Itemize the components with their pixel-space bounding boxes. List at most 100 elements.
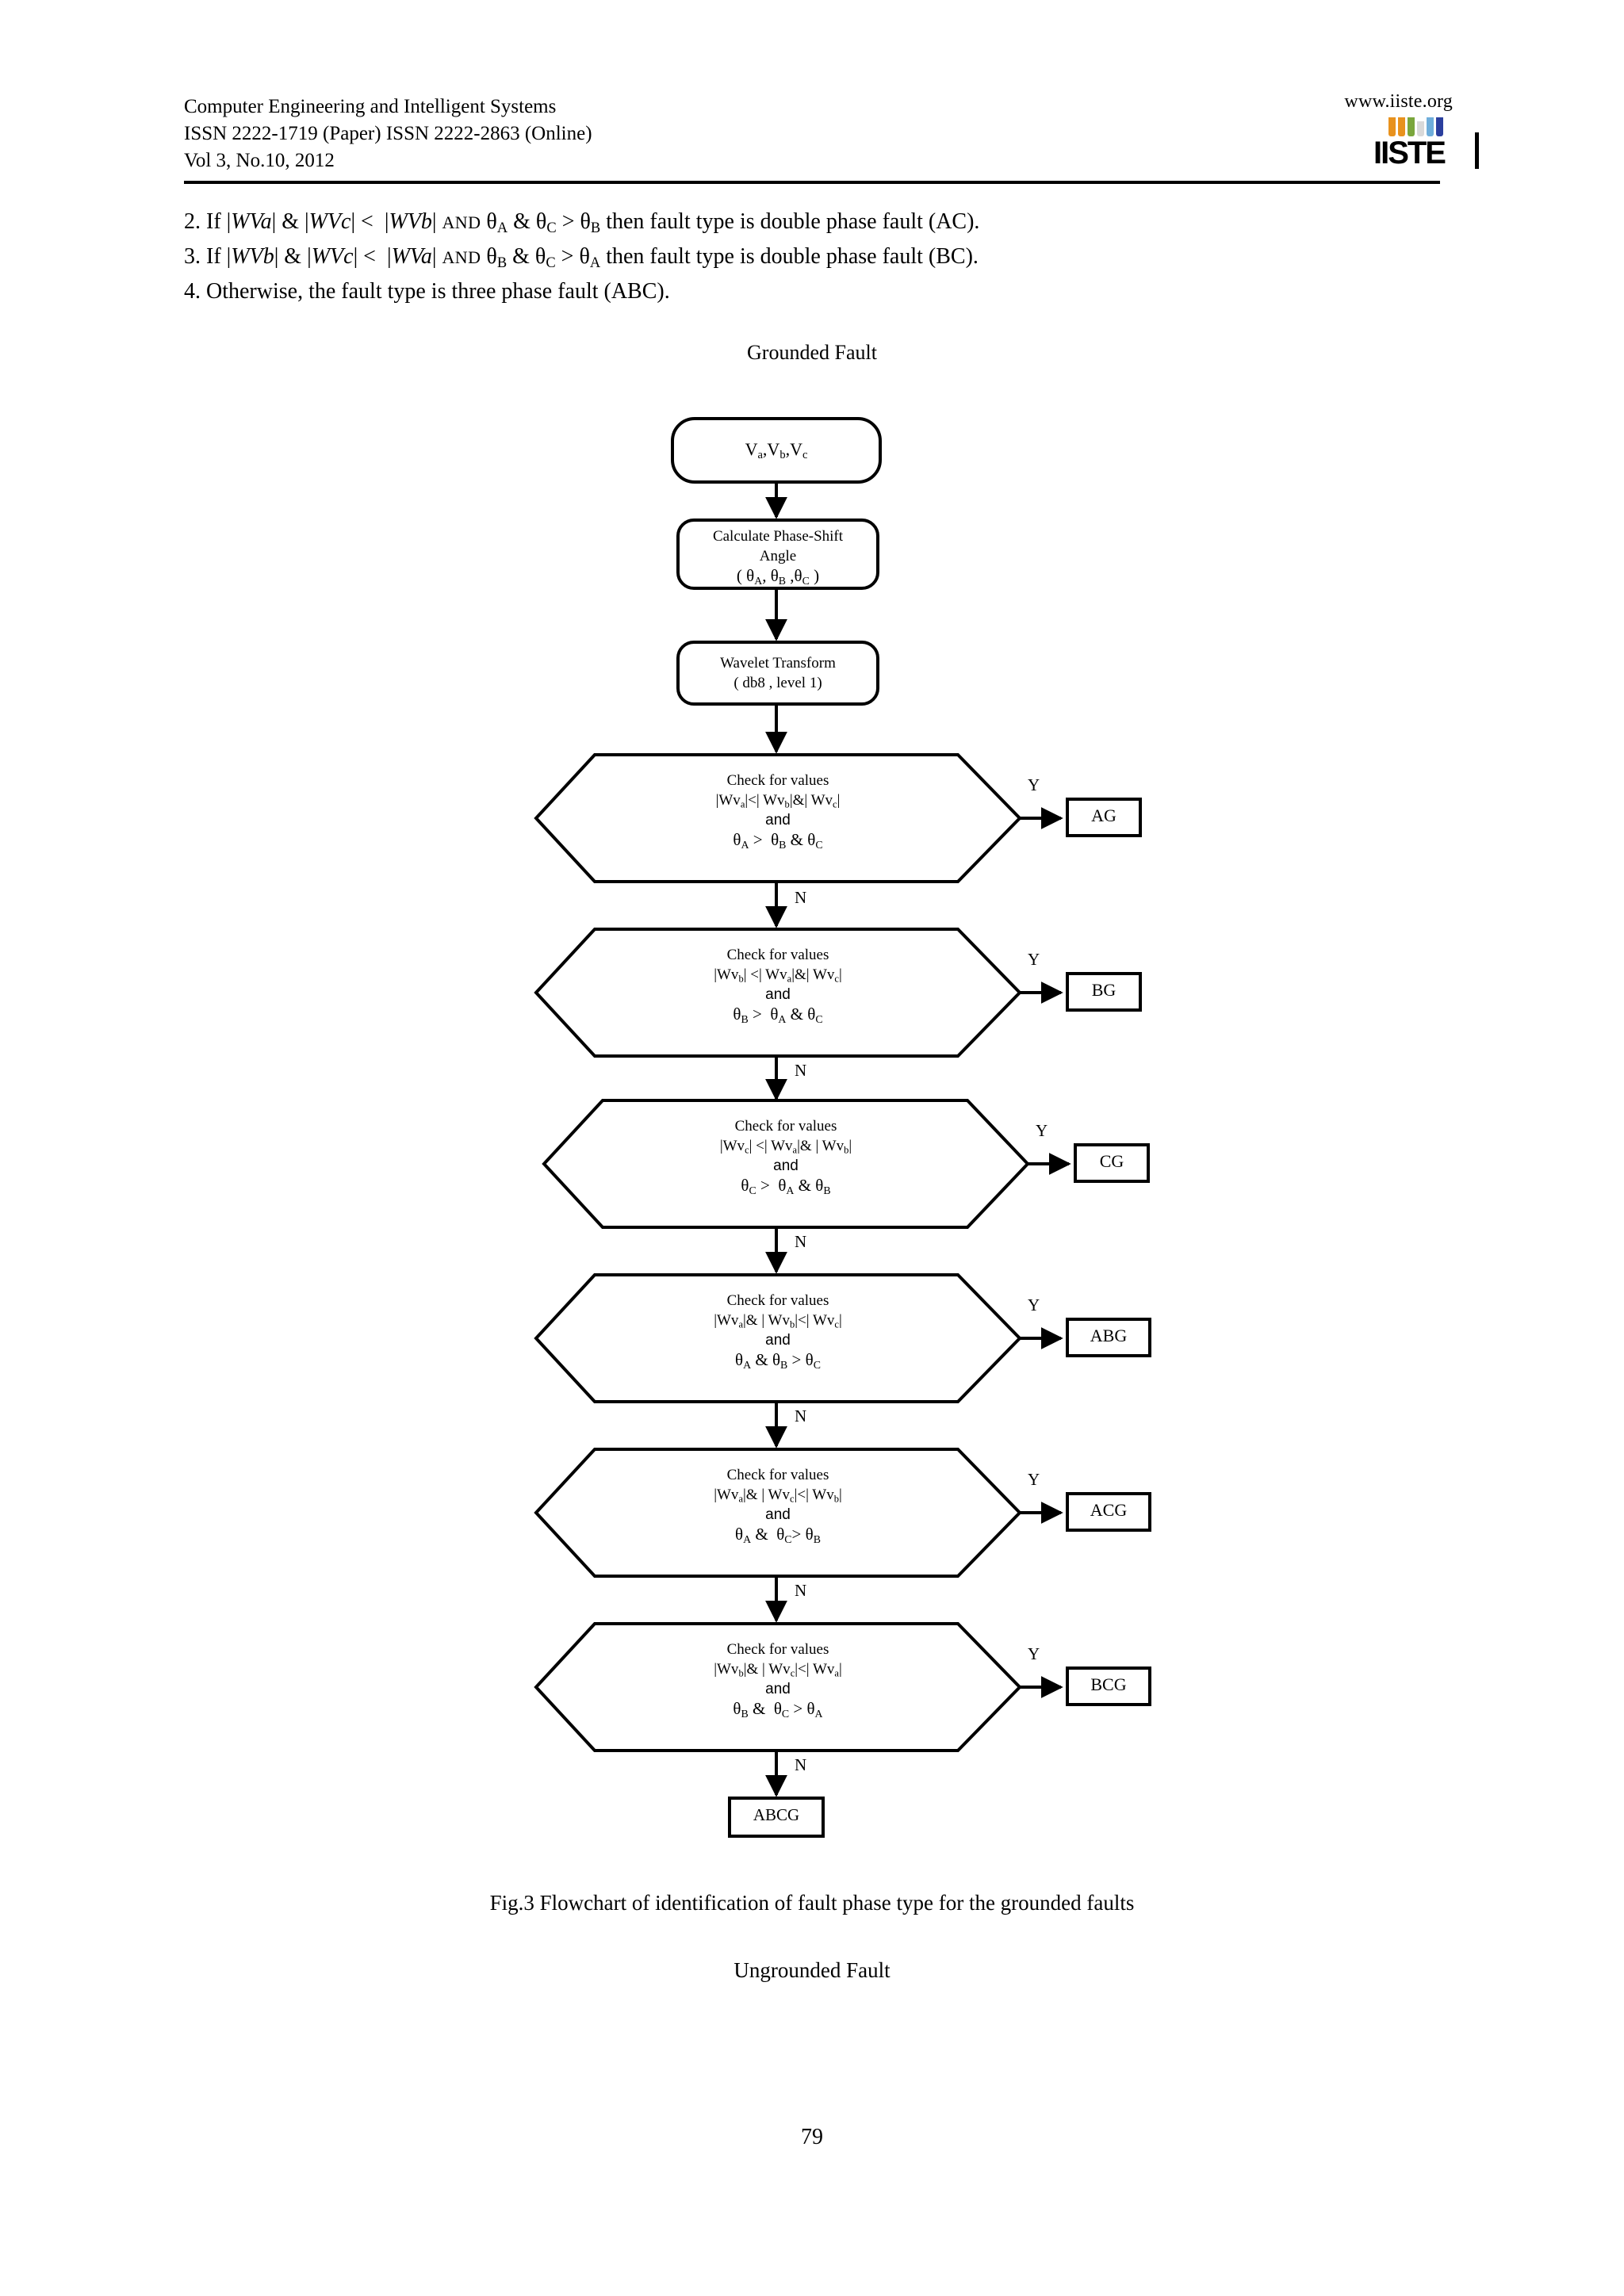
dec-cg-condition: |Wvc| <| Wva|& | Wvb| xyxy=(719,1138,852,1156)
dec-bcg-yes-label: Y xyxy=(1028,1644,1040,1663)
node-dec-bg-label: Check for values |Wvb| <| Wva|&| Wvc| an… xyxy=(536,945,1020,1025)
node-dec-bg-shape xyxy=(534,928,1022,1058)
rule-2-term-1: WVa xyxy=(231,209,272,234)
rule-2-term-3: WVb xyxy=(389,209,432,234)
process2-line1: Wavelet Transform xyxy=(720,655,836,672)
node-dec-acg-label: Check for values |Wva|& | Wvc|<| Wvb| an… xyxy=(536,1465,1020,1545)
logo-cross-icon xyxy=(1474,132,1479,169)
rule-3-term-1: WVb xyxy=(231,244,274,269)
dec-bcg-condition: |Wvb|& | Wvc|<| Wva| xyxy=(714,1661,842,1679)
node-dec-bcg-shape xyxy=(534,1622,1022,1752)
rule-item-3: 3. If |WVb| & |WVc| < |WVa| AND θB & θC … xyxy=(184,244,979,271)
node-out-abg-shape xyxy=(1066,1318,1151,1357)
dec-acg-conj: and xyxy=(765,1506,791,1523)
header-divider xyxy=(184,181,1440,184)
rule-2-and: AND xyxy=(442,212,481,232)
iiste-logo: IISTE xyxy=(1373,116,1479,170)
dec-ag-conj: and xyxy=(765,812,791,828)
out-cg-label: CG xyxy=(1099,1151,1124,1171)
dec-abg-condition: |Wva|& | Wvb|<| Wvc| xyxy=(714,1312,842,1330)
dec-bcg-angle: θB & θC > θA xyxy=(733,1699,823,1720)
node-dec-abg-label: Check for values |Wva|& | Wvb|<| Wvc| an… xyxy=(536,1291,1020,1371)
node-process2-label: Wavelet Transform ( db8 , level 1) xyxy=(678,653,878,693)
out-abg-label: ABG xyxy=(1090,1326,1128,1345)
rule-3-number: 3. If xyxy=(184,244,227,269)
out-ag-label: AG xyxy=(1091,806,1116,825)
node-dec-ag-shape xyxy=(534,753,1022,883)
dec-acg-yes-label: Y xyxy=(1028,1470,1040,1489)
node-out-ag-shape xyxy=(1066,798,1142,837)
publisher-branding: www.iiste.org IISTE xyxy=(1247,90,1479,170)
rule-item-2: 2. If |WVa| & |WVc| < |WVb| AND θA & θC … xyxy=(184,209,980,236)
node-dec-cg-shape xyxy=(542,1099,1030,1229)
dec-cg-no-label: N xyxy=(795,1232,807,1251)
dec-bg-angle: θB > θA & θC xyxy=(733,1004,823,1025)
node-dec-cg-label: Check for values |Wvc| <| Wva|& | Wvb| a… xyxy=(544,1116,1028,1196)
rule-3-and: AND xyxy=(442,247,481,267)
rule-3-term-2: WVc xyxy=(311,244,354,269)
process1-line1: Calculate Phase-Shift xyxy=(712,528,844,545)
dec-bcg-header: Check for values xyxy=(726,1641,829,1658)
node-process1-label: Calculate Phase-Shift Angle ( θA, θB ,θC… xyxy=(678,526,878,587)
dec-abg-header: Check for values xyxy=(726,1292,829,1309)
page-number: 79 xyxy=(801,2125,823,2149)
dec-cg-conj: and xyxy=(773,1158,799,1174)
dec-cg-header: Check for values xyxy=(734,1118,837,1135)
section-subtitle: Ungrounded Fault xyxy=(733,1958,891,1982)
node-dec-abg-shape xyxy=(534,1273,1022,1403)
out-bcg-label: BCG xyxy=(1090,1674,1127,1694)
node-dec-ag-label: Check for values |Wva|<| Wvb|&| Wvc| and… xyxy=(536,771,1020,851)
node-out-bcg-shape xyxy=(1066,1667,1151,1706)
dec-cg-yes-label: Y xyxy=(1036,1121,1048,1140)
flowchart-title: Grounded Fault xyxy=(747,341,877,364)
dec-bcg-conj: and xyxy=(765,1681,791,1697)
out-bg-label: BG xyxy=(1091,980,1116,1000)
node-out-bg-shape xyxy=(1066,972,1142,1012)
dec-ag-angle: θA > θB & θC xyxy=(733,830,823,851)
dec-ag-no-label: N xyxy=(795,888,807,907)
dec-acg-header: Check for values xyxy=(726,1467,829,1483)
node-out-abcg-shape xyxy=(728,1797,825,1838)
dec-bg-condition: |Wvb| <| Wva|&| Wvc| xyxy=(714,966,842,985)
flowchart-canvas xyxy=(534,417,1151,1838)
node-dec-bcg-label: Check for values |Wvb|& | Wvc|<| Wva| an… xyxy=(536,1640,1020,1720)
node-out-acg-shape xyxy=(1066,1492,1151,1532)
dec-abg-no-label: N xyxy=(795,1406,807,1425)
dec-acg-no-label: N xyxy=(795,1581,807,1600)
out-acg-label: ACG xyxy=(1090,1500,1128,1520)
journal-info: Computer Engineering and Intelligent Sys… xyxy=(184,94,592,174)
final-no-label: N xyxy=(795,1755,807,1774)
node-dec-acg-shape xyxy=(534,1448,1022,1578)
rule-3-term-3: WVa xyxy=(391,244,432,269)
dec-acg-angle: θA & θC> θB xyxy=(735,1525,821,1545)
rule-item-4: 4. Otherwise, the fault type is three ph… xyxy=(184,279,670,304)
dec-ag-condition: |Wva|<| Wvb|&| Wvc| xyxy=(715,792,841,810)
node-start-label: Va,Vb,Vc xyxy=(745,439,808,462)
dec-abg-conj: and xyxy=(765,1332,791,1349)
dec-bg-yes-label: Y xyxy=(1028,950,1040,969)
publisher-website[interactable]: www.iiste.org xyxy=(1344,91,1453,112)
process1-line3: ( θA, θB ,θC ) xyxy=(736,566,820,587)
figure-caption: Fig.3 Flowchart of identification of fau… xyxy=(489,1891,1135,1915)
logo-wordmark: IISTE xyxy=(1373,132,1479,170)
dec-cg-angle: θC > θA & θB xyxy=(741,1176,831,1196)
dec-abg-angle: θA & θB > θC xyxy=(735,1350,821,1371)
process2-line2: ( db8 , level 1) xyxy=(733,675,822,691)
process1-line2: Angle xyxy=(759,548,797,564)
logo-wordmark-text: IISTE xyxy=(1373,136,1446,170)
dec-ag-header: Check for values xyxy=(726,772,829,789)
rules-list: 2. If |WVa| & |WVc| < |WVb| AND θA & θC … xyxy=(184,205,1453,308)
rule-2-text: then fault type is double phase fault (A… xyxy=(606,209,980,234)
rule-2-number: 2. If xyxy=(184,209,227,234)
journal-volume: Vol 3, No.10, 2012 xyxy=(184,150,335,171)
dec-abg-yes-label: Y xyxy=(1028,1295,1040,1314)
flowchart: Va,Vb,Vc Calculate Phase-Shift Angle ( θ… xyxy=(0,333,1624,1863)
logo-books-icon xyxy=(1373,116,1453,136)
node-out-cg-shape xyxy=(1074,1143,1150,1183)
dec-ag-yes-label: Y xyxy=(1028,775,1040,794)
dec-bg-conj: and xyxy=(765,986,791,1003)
dec-bg-header: Check for values xyxy=(726,947,829,963)
rule-3-text: then fault type is double phase fault (B… xyxy=(606,244,979,269)
journal-title: Computer Engineering and Intelligent Sys… xyxy=(184,96,557,117)
journal-issn: ISSN 2222-1719 (Paper) ISSN 2222-2863 (O… xyxy=(184,123,592,144)
